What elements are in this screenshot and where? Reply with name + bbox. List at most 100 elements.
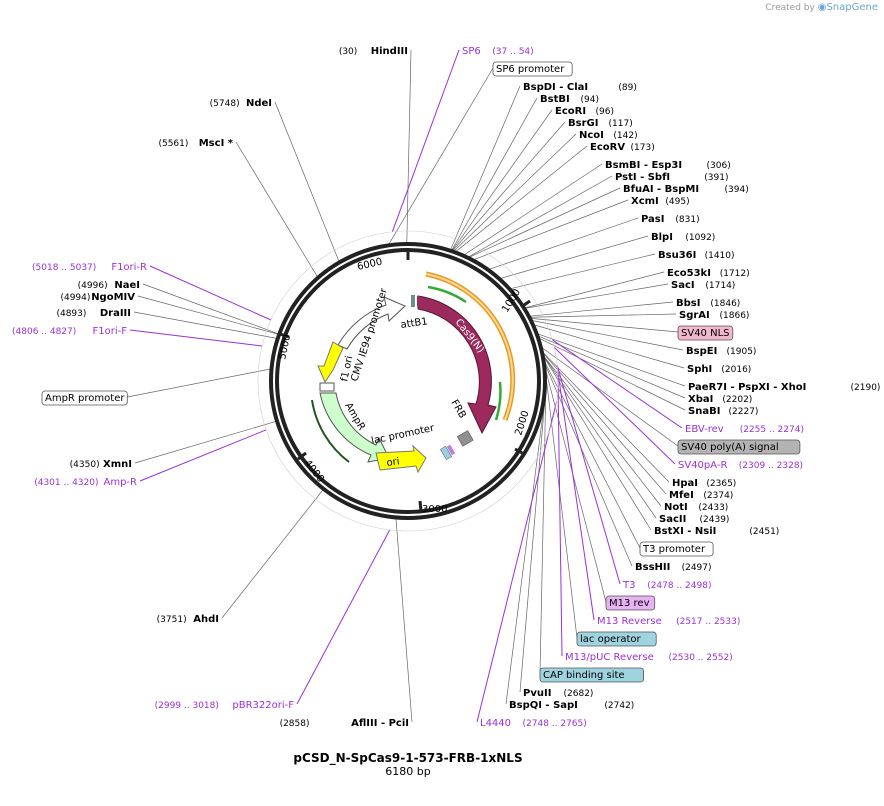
leader-line xyxy=(524,271,665,309)
primer-position: (2999 .. 3018) xyxy=(155,701,219,711)
enzyme-site-label: MfeI xyxy=(669,490,694,501)
enzyme-site-position: (4994) xyxy=(60,293,90,303)
feature-arc-green-left xyxy=(311,399,350,463)
snapgene-logo-icon: ◉ xyxy=(817,2,827,13)
leader-line xyxy=(539,338,686,411)
enzyme-site-label: BstBI xyxy=(540,94,570,105)
orf-arc-inner xyxy=(425,273,514,421)
leader-line xyxy=(557,370,595,621)
attb1-block xyxy=(411,295,415,307)
enzyme-site-position: (306) xyxy=(707,161,731,171)
leader-line xyxy=(476,401,558,723)
primer-label: SV40pA-R xyxy=(678,460,727,471)
leader-line xyxy=(137,295,279,335)
leader-line xyxy=(551,339,683,429)
enzyme-site-position: (2439) xyxy=(700,515,730,525)
primer-label: Amp-R xyxy=(104,477,138,488)
primer-label: pBR322ori-F xyxy=(232,700,294,711)
plasmid-name: pCSD_N-SpCas9-1-573-FRB-1xNLS xyxy=(293,751,523,765)
tick-label: 5000 xyxy=(277,333,293,360)
feature-label-box xyxy=(41,390,128,406)
feature-label: SV40 poly(A) signal xyxy=(681,442,779,453)
backbone-outer-circle xyxy=(269,242,547,520)
f1-ori-label: f1 ori xyxy=(339,355,355,383)
feature-label: lac operator xyxy=(580,634,641,645)
leader-line xyxy=(543,356,657,519)
primer-label: M13 Reverse xyxy=(597,616,662,627)
leader-line xyxy=(553,346,676,465)
brand-name: SnapGene xyxy=(826,2,878,13)
leader-line xyxy=(129,329,263,347)
feature-label: T3 promoter xyxy=(642,544,706,555)
enzyme-site-label: PstI - SbfI xyxy=(615,172,670,183)
primer-position: (2309 .. 2328) xyxy=(739,461,803,471)
cmv-promoter-arrow xyxy=(337,296,406,350)
enzyme-site-position: (2742) xyxy=(604,701,634,711)
primer-track-circle xyxy=(257,230,559,532)
enzyme-site-position: (2016) xyxy=(721,365,751,375)
feature-label-box xyxy=(539,667,644,683)
primer-label: T3 xyxy=(622,580,635,591)
enzyme-site-position: (1410) xyxy=(705,251,735,261)
enzyme-site-label: NdeI xyxy=(246,98,272,109)
feature-label: AmpR promoter xyxy=(45,393,125,404)
leader-line xyxy=(556,365,621,585)
leader-line xyxy=(542,352,667,495)
feature-label-box xyxy=(576,631,657,647)
enzyme-site-label: PaeR7I - PspXI - XhoI xyxy=(688,382,806,393)
enzyme-site-position: (4350) xyxy=(70,460,100,470)
primer-position: (2517 .. 2533) xyxy=(676,617,740,627)
enzyme-site-label: Eco53kI xyxy=(667,268,711,279)
ori-arrow xyxy=(375,444,427,474)
ori-label: ori xyxy=(386,456,400,469)
primer-label: F1ori-R xyxy=(111,262,147,273)
enzyme-site-position: (1866) xyxy=(720,311,750,321)
leader-line xyxy=(468,187,621,258)
feature-arc-green-top xyxy=(427,285,467,304)
enzyme-site-position: (1712) xyxy=(720,269,750,279)
enzyme-site-label: Bsu36I xyxy=(658,250,696,261)
f1-ori-arrow xyxy=(317,341,344,384)
leader-line xyxy=(531,320,684,351)
enzyme-site-label: MscI * xyxy=(199,138,234,149)
ampr-arrow xyxy=(319,392,390,463)
enzyme-site-position: (94) xyxy=(581,95,599,105)
leader-line xyxy=(235,141,318,278)
leader-line xyxy=(529,301,674,317)
feature-label-box xyxy=(605,595,656,611)
primer-position: (2748 .. 2765) xyxy=(523,719,587,729)
leader-line xyxy=(127,368,271,398)
enzyme-site-label: BsmBI - Esp3I xyxy=(605,160,682,171)
primer-label: L4440 xyxy=(480,718,511,729)
enzyme-site-label: XcmI xyxy=(631,196,659,207)
leader-line xyxy=(541,347,679,447)
leader-line xyxy=(450,85,521,250)
enzyme-site-label: NcoI xyxy=(579,130,604,141)
leader-line xyxy=(537,333,686,387)
enzyme-site-position: (394) xyxy=(725,185,749,195)
leader-line xyxy=(544,364,633,567)
enzyme-site-label: DraIII xyxy=(100,308,131,319)
enzyme-site-position: (142) xyxy=(613,131,637,141)
enzyme-site-label: NotI xyxy=(664,502,688,513)
enzyme-site-position: (89) xyxy=(618,83,636,93)
enzyme-site-position: (2227) xyxy=(729,407,759,417)
enzyme-site-label: BsrGI xyxy=(568,118,598,129)
enzyme-site-position: (4893) xyxy=(56,309,86,319)
leader-line xyxy=(388,67,494,245)
small-feature-violet xyxy=(446,444,456,456)
enzyme-site-label: XmnI xyxy=(103,459,132,470)
leader-line xyxy=(489,217,639,270)
enzyme-site-label: BbsI xyxy=(676,298,700,309)
enzyme-site-label: AflIII - PciI xyxy=(351,718,409,729)
enzyme-site-label: BspEI xyxy=(686,346,717,357)
primer-position: (37 .. 54) xyxy=(492,47,533,57)
primer-position: (4301 .. 4320) xyxy=(34,478,98,488)
tick-marks xyxy=(279,250,531,512)
feature-label: M13 rev xyxy=(609,598,650,609)
cas9-feature-arrow xyxy=(417,295,497,435)
enzyme-site-label: SacI xyxy=(671,280,695,291)
feature-label: SP6 promoter xyxy=(496,64,565,75)
leader-line xyxy=(133,311,277,339)
